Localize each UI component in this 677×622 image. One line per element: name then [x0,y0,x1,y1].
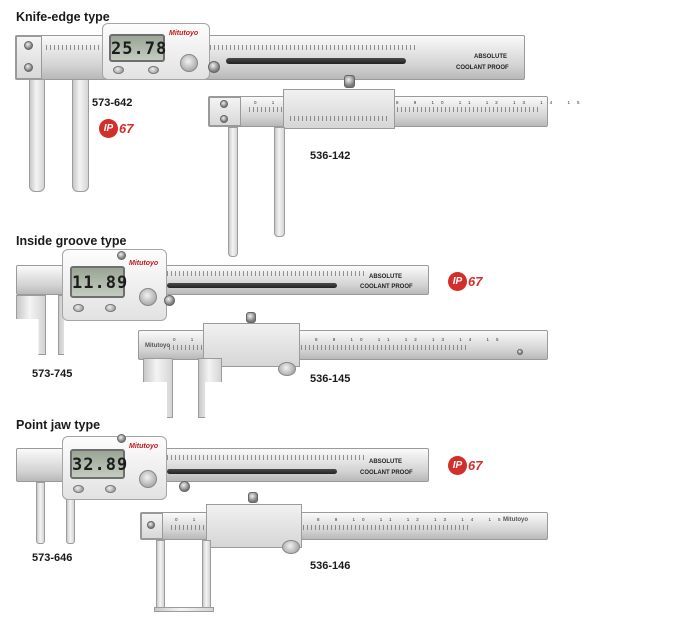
absolute-logo: ABSOLUTE [474,54,507,60]
caliper-beam: 0 1 2 3 4 5 6 7 8 9 10 11 12 13 14 15 Mi… [140,512,548,540]
vernier-caliper-point-jaw: 0 1 2 3 4 5 6 7 8 9 10 11 12 13 14 15 Mi… [140,490,550,615]
sliding-groove-jaw [198,358,222,418]
graduated-scale [167,271,367,276]
origin-button[interactable] [105,304,116,312]
origin-button[interactable] [148,66,159,74]
screw-icon [220,100,228,108]
lcd-display: 11.89 [70,266,127,298]
screw-icon [147,521,155,529]
screw-icon [164,295,175,306]
graduated-scale [171,525,471,530]
brand-logo: Mitutoyo [129,260,159,267]
scale-numbers: 0 1 2 3 4 5 6 7 8 9 10 11 12 13 14 15 [175,517,508,522]
thumb-roller[interactable] [139,470,157,488]
ip-number: 67 [468,274,483,289]
fixed-point-jaw [36,482,45,544]
model-label: 536-142 [310,150,351,162]
section-heading-knife-edge: Knife-edge type [16,10,110,24]
lock-screw-icon[interactable] [248,492,258,503]
thumb-roller[interactable] [139,288,157,306]
fixed-knife-jaw [29,79,45,192]
fixed-groove-jaw [143,358,173,418]
scale-stripe [167,469,337,474]
graduated-scale [169,345,469,350]
lock-screw-icon[interactable] [246,312,256,323]
absolute-logo: ABSOLUTE [369,459,402,465]
model-label: 573-642 [92,97,133,109]
screw-icon [24,63,33,72]
coolant-proof-logo: COOLANT PROOF [360,470,413,476]
lcd-display: 32.89 [70,449,127,479]
lock-screw-icon[interactable] [344,75,355,88]
graduated-scale [167,455,367,460]
lock-screw-icon[interactable] [117,434,126,443]
model-label: 573-646 [32,552,73,564]
vernier-caliper-inside-groove: Mitutoyo 0 1 2 3 4 5 6 7 8 9 10 11 12 13… [138,310,550,420]
origin-button[interactable] [105,485,116,493]
thumb-roller[interactable] [180,54,198,72]
absolute-logo: ABSOLUTE [369,274,402,280]
coolant-proof-logo: COOLANT PROOF [456,65,509,71]
thumb-roller[interactable] [282,540,300,554]
brand-logo: Mitutoyo [503,517,528,523]
digital-caliper-knife-edge: ABSOLUTE COOLANT PROOF 25.78 Mitutoyo [15,23,530,198]
ip67-badge: IP 67 [448,272,482,291]
vernier-slider[interactable] [283,89,395,129]
thumb-roller[interactable] [278,362,296,376]
caliper-beam: ABSOLUTE COOLANT PROOF [15,35,525,80]
ip-icon: IP [448,272,467,291]
graduated-scale [46,45,416,50]
model-label: 536-145 [310,373,351,385]
caliper-beam: Mitutoyo 0 1 2 3 4 5 6 7 8 9 10 11 12 13… [138,330,548,360]
ip-number: 67 [119,121,134,136]
coolant-proof-logo: COOLANT PROOF [360,284,413,290]
jaw-base [154,607,214,612]
digital-display-unit: 25.78 Mitutoyo [102,23,210,80]
ip67-badge: IP 67 [448,456,482,475]
sliding-knife-jaw [72,79,89,192]
power-button[interactable] [73,485,84,493]
brand-logo: Mitutoyo [169,30,199,37]
digital-caliper-point-jaw: ABSOLUTE COOLANT PROOF 32.89 Mitutoyo [16,434,431,544]
scale-stripe [226,58,406,64]
lock-screw-icon[interactable] [117,251,126,260]
fixed-groove-jaw [16,295,46,355]
sliding-knife-jaw [274,127,285,237]
screw-icon [517,349,523,355]
section-heading-point-jaw: Point jaw type [16,418,101,432]
ip-icon: IP [99,119,118,138]
scale-numbers: 0 1 2 3 4 5 6 7 8 9 10 11 12 13 14 15 [254,100,587,105]
sliding-point-jaw [202,540,211,612]
ip67-badge: IP 67 [99,119,133,138]
model-label: 573-745 [32,368,73,380]
screw-icon [179,481,190,492]
screw-icon [24,41,33,50]
scale-numbers: 0 1 2 3 4 5 6 7 8 9 10 11 12 13 14 15 [173,337,506,342]
digital-display-unit: 11.89 Mitutoyo [62,249,167,321]
section-heading-inside-groove: Inside groove type [16,234,127,248]
digital-caliper-inside-groove: ABSOLUTE COOLANT PROOF 11.89 Mitutoyo [16,249,431,359]
lcd-display: 25.78 [109,34,166,62]
vernier-slider[interactable] [206,504,302,548]
vernier-caliper-knife-edge: 0 1 2 3 4 5 6 7 8 9 10 11 12 13 14 15 [208,75,579,260]
brand-logo: Mitutoyo [145,343,170,349]
screw-icon [220,115,228,123]
scale-stripe [167,283,337,288]
brand-logo: Mitutoyo [129,443,159,450]
ip-icon: IP [448,456,467,475]
power-button[interactable] [113,66,124,74]
fixed-knife-jaw [228,127,238,257]
fixed-point-jaw [156,540,165,612]
power-button[interactable] [73,304,84,312]
ip-number: 67 [468,458,483,473]
vernier-scale [290,116,388,121]
lock-screw-icon[interactable] [208,61,220,73]
digital-display-unit: 32.89 Mitutoyo [62,436,167,500]
model-label: 536-146 [310,560,351,572]
